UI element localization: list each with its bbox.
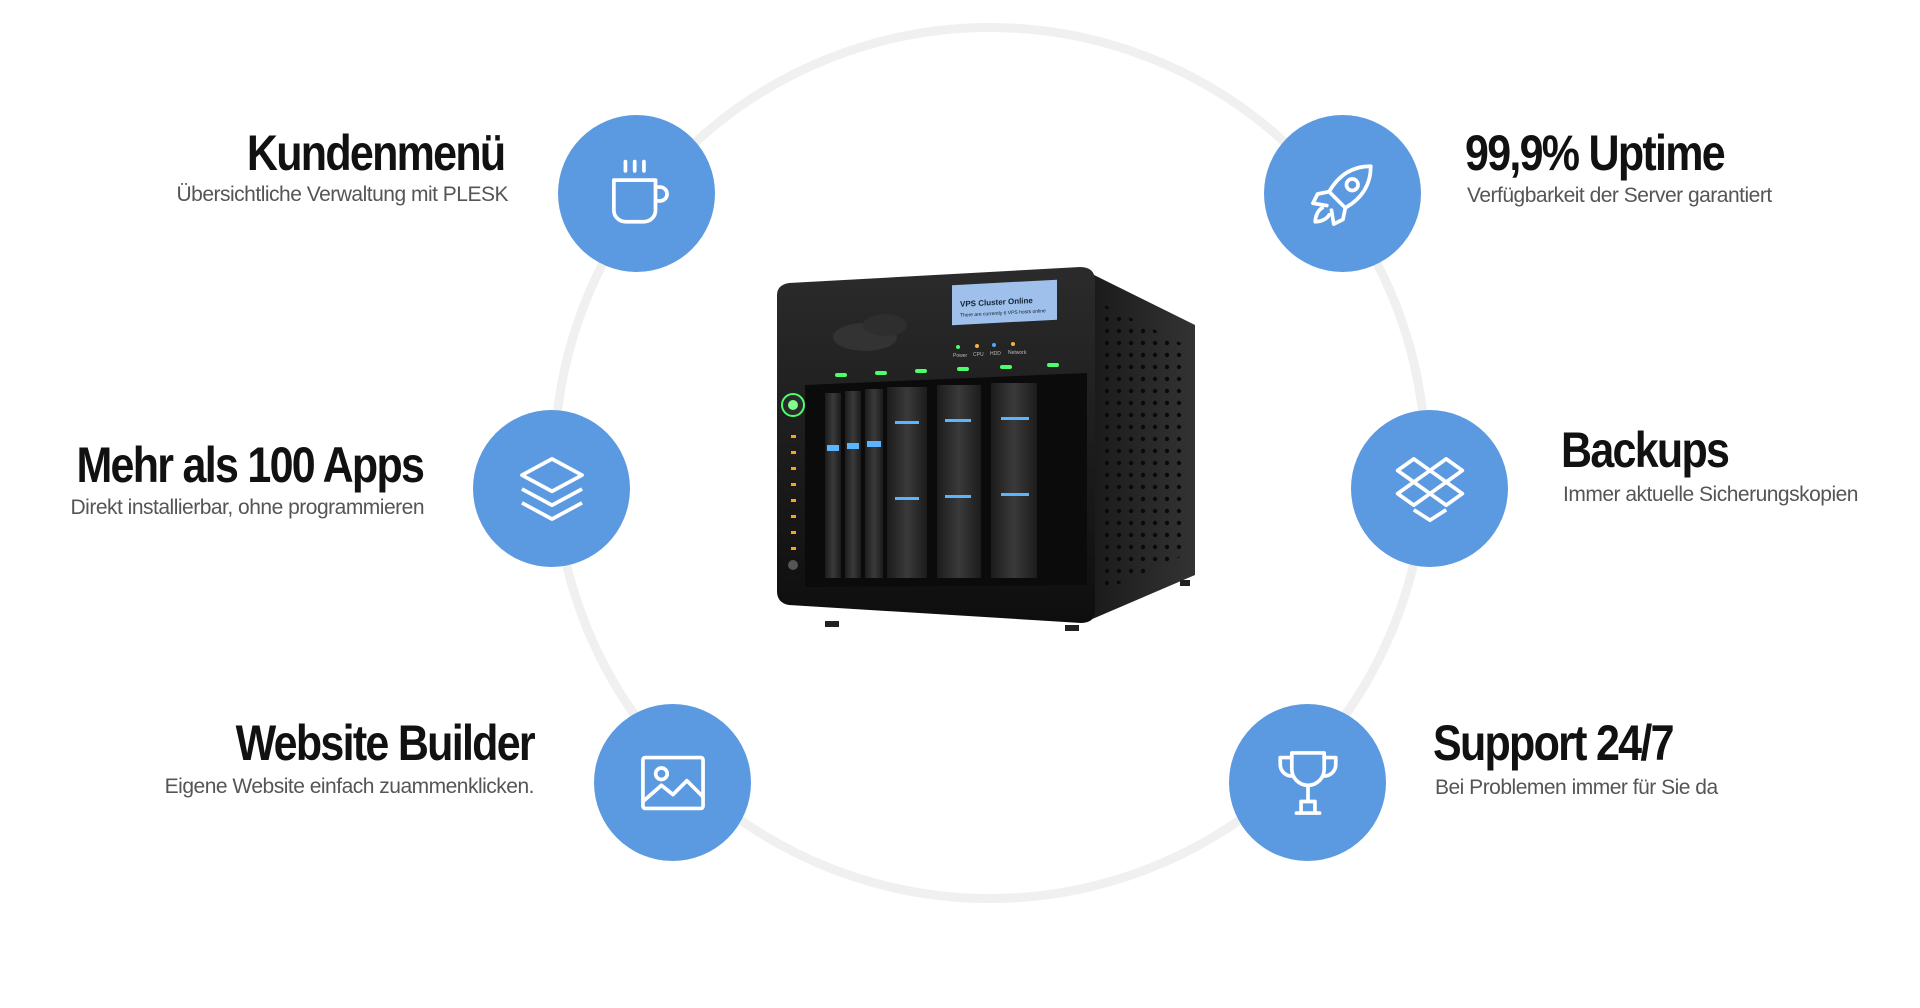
feature-icon-circle	[1264, 115, 1421, 272]
feature-title: Support 24/7	[1433, 715, 1675, 771]
rocket-icon	[1310, 163, 1373, 226]
feature-icon-circle	[1351, 410, 1508, 567]
led-label: Network	[1008, 350, 1027, 356]
feature-subtitle: Übersichtliche Verwaltung mit PLESK	[176, 183, 509, 206]
image-icon	[640, 755, 705, 810]
feature-title: Backups	[1561, 422, 1730, 478]
feature-subtitle: Bei Problemen immer für Sie da	[1435, 776, 1718, 799]
feature-title: Mehr als 100 Apps	[76, 437, 424, 493]
coffee-cup-icon	[611, 159, 669, 224]
feature-title: Kundenmenü	[246, 125, 505, 181]
feature-title: 99,9% Uptime	[1465, 125, 1726, 181]
feature-subtitle: Direkt installierbar, ohne programmieren	[70, 496, 425, 519]
led-label: Power	[953, 353, 968, 359]
trophy-icon	[1277, 750, 1338, 815]
server-illustration: VPS Cluster Online There are currently 6…	[777, 267, 1195, 631]
led-label: CPU	[973, 352, 984, 358]
feature-title: Website Builder	[235, 715, 536, 771]
server-screen-text: There are currently 6 VPS hosts online	[960, 308, 1046, 319]
led-label: HDD	[990, 351, 1001, 357]
feature-subtitle: Immer aktuelle Sicherungskopien	[1563, 483, 1859, 506]
layers-icon	[519, 456, 584, 521]
feature-subtitle: Verfügbarkeit der Server garantiert	[1467, 184, 1772, 207]
feature-icon-circle	[473, 410, 630, 567]
feature-icon-circle	[1229, 704, 1386, 861]
server-screen-title: VPS Cluster Online	[960, 296, 1033, 309]
feature-icon-circle	[558, 115, 715, 272]
feature-subtitle: Eigene Website einfach zuammenklicken.	[164, 775, 535, 798]
dropbox-icon	[1395, 456, 1464, 522]
feature-icon-circle	[594, 704, 751, 861]
